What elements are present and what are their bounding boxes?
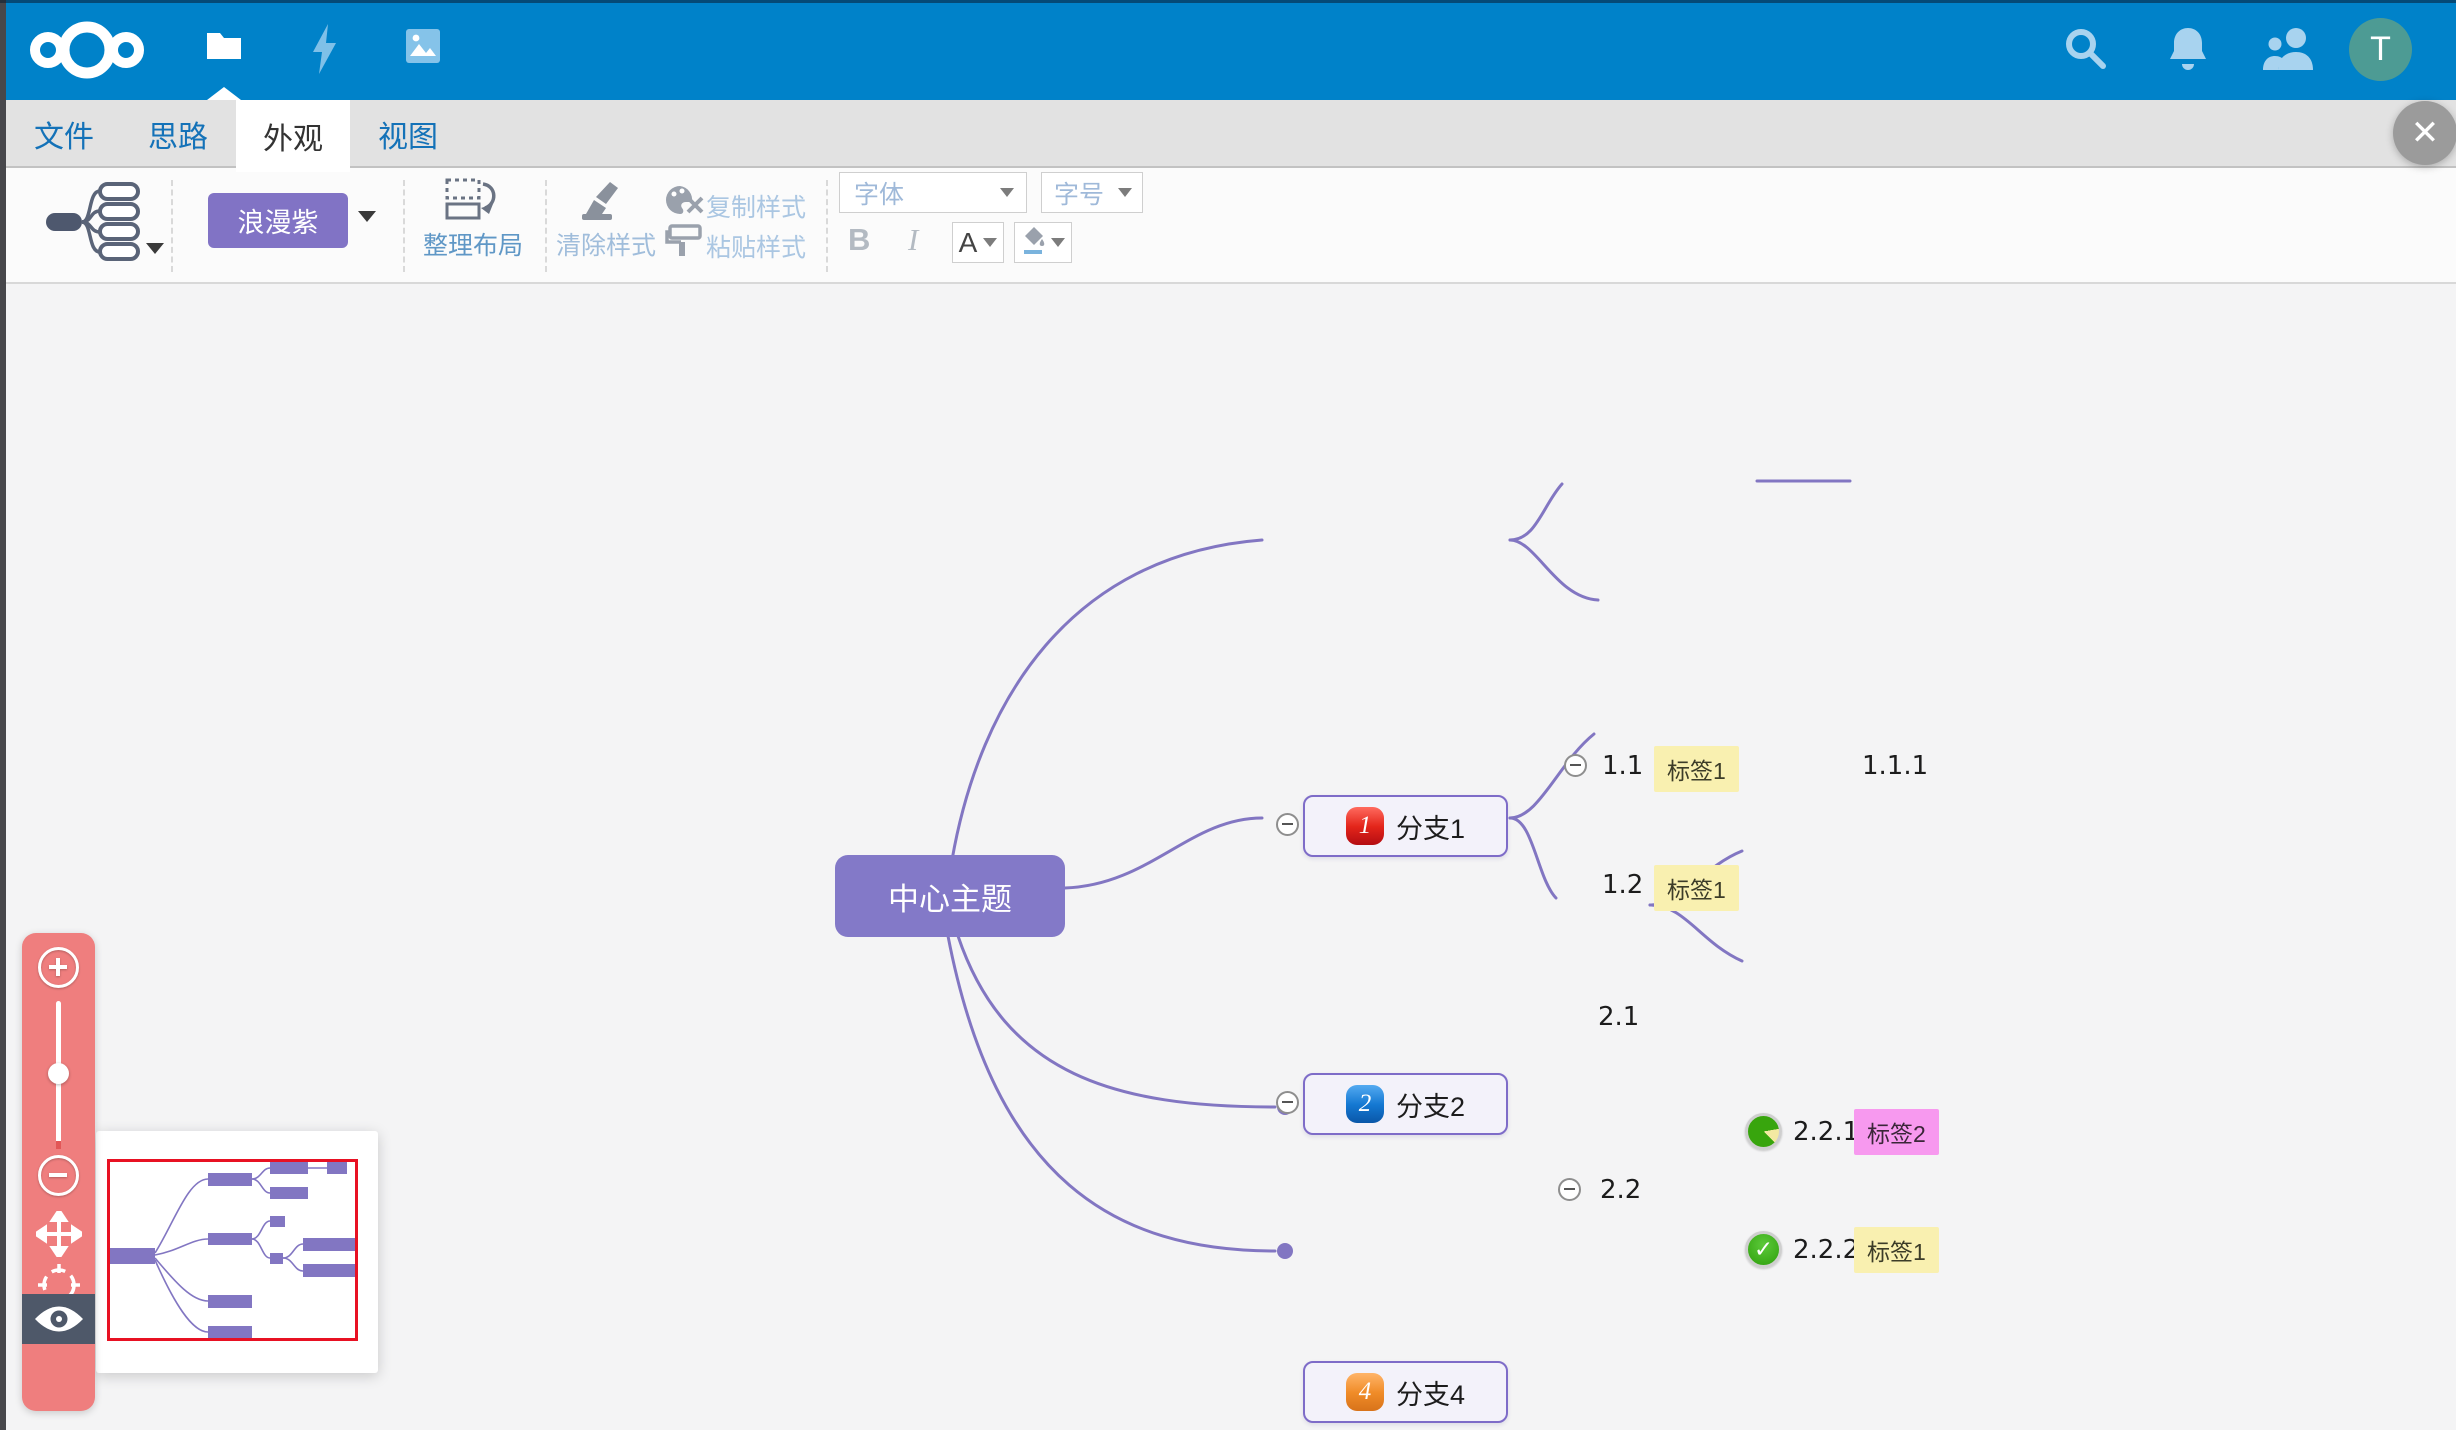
minimap-node bbox=[270, 1216, 285, 1227]
progress-done-icon: ✓ bbox=[1745, 1231, 1782, 1268]
layout-dropdown-caret[interactable] bbox=[146, 243, 164, 254]
font-family-caret bbox=[1000, 188, 1014, 197]
node-2-2-2[interactable]: 2.2.2 bbox=[1793, 1235, 1860, 1265]
pan-mode-button[interactable] bbox=[32, 1207, 86, 1262]
theme-button[interactable]: 浪漫紫 bbox=[208, 193, 348, 248]
minimap-node bbox=[270, 1187, 308, 1199]
node-1-2[interactable]: 1.2 bbox=[1602, 870, 1644, 900]
tag-node-2-2-1[interactable]: 标签2 bbox=[1854, 1109, 1939, 1155]
minimap-root bbox=[108, 1248, 155, 1264]
notifications-bell-icon[interactable] bbox=[2165, 24, 2211, 79]
tab-idea[interactable]: 思路 bbox=[148, 121, 208, 154]
window-edge-top bbox=[0, 0, 2456, 3]
arrange-layout-button[interactable]: 整理布局 bbox=[423, 232, 524, 260]
minimap[interactable] bbox=[96, 1131, 378, 1373]
theme-dropdown-caret[interactable] bbox=[358, 211, 376, 222]
collapse-toggle-branch2[interactable] bbox=[1276, 1091, 1299, 1114]
font-color-caret bbox=[983, 238, 998, 247]
toolbar-separator bbox=[545, 180, 547, 272]
clear-style-button[interactable]: 清除样式 bbox=[556, 232, 657, 260]
copy-style-icon[interactable] bbox=[664, 184, 704, 221]
minimap-node bbox=[270, 1162, 308, 1174]
progress-pie-icon bbox=[1745, 1113, 1782, 1150]
font-family-select[interactable]: 字体 bbox=[839, 172, 1027, 213]
bold-button[interactable]: B bbox=[848, 222, 871, 257]
paint-bucket-icon bbox=[1022, 225, 1046, 260]
fill-color-button[interactable] bbox=[1014, 222, 1072, 263]
priority-2-badge: 2 bbox=[1345, 1085, 1384, 1123]
clear-style-icon[interactable] bbox=[580, 180, 630, 227]
node-2-1[interactable]: 2.1 bbox=[1598, 1002, 1640, 1032]
zoom-slider-tick bbox=[56, 1141, 61, 1149]
close-button[interactable]: ✕ bbox=[2393, 101, 2456, 165]
font-size-caret bbox=[1118, 188, 1132, 197]
node-1-1-1[interactable]: 1.1.1 bbox=[1862, 751, 1929, 781]
font-color-button[interactable]: A bbox=[952, 222, 1004, 263]
active-app-indicator bbox=[207, 87, 241, 100]
arrange-layout-icon[interactable] bbox=[445, 178, 503, 229]
priority-1-badge: 1 bbox=[1345, 807, 1384, 845]
tag-node-1-1[interactable]: 标签1 bbox=[1654, 746, 1739, 792]
copy-style-button[interactable]: 复制样式 bbox=[706, 194, 807, 222]
branch2-node[interactable]: 2 分支2 bbox=[1303, 1073, 1508, 1135]
paste-style-icon[interactable] bbox=[664, 224, 704, 263]
zoom-in-button[interactable] bbox=[38, 947, 79, 988]
minimap-node bbox=[208, 1173, 252, 1186]
toolbar-separator bbox=[403, 180, 405, 272]
nextcloud-logo[interactable] bbox=[24, 16, 150, 89]
root-topic-node[interactable]: 中心主题 bbox=[835, 855, 1065, 937]
minimap-node bbox=[303, 1264, 355, 1277]
activity-app-icon[interactable] bbox=[311, 24, 339, 79]
node-2-2-1[interactable]: 2.2.1 bbox=[1793, 1117, 1860, 1147]
toolbar-separator bbox=[171, 180, 173, 272]
search-icon[interactable] bbox=[2063, 26, 2107, 75]
minimap-node bbox=[208, 1295, 252, 1308]
minimap-node bbox=[270, 1253, 283, 1264]
collapse-toggle-1-1[interactable] bbox=[1564, 754, 1587, 777]
node-1-1[interactable]: 1.1 bbox=[1602, 751, 1644, 781]
toolbar-separator bbox=[826, 180, 828, 272]
minimap-edges bbox=[154, 1167, 327, 1333]
navigator-panel bbox=[22, 933, 95, 1411]
contacts-icon[interactable] bbox=[2263, 26, 2315, 77]
priority-4-badge: 4 bbox=[1345, 1373, 1384, 1411]
window-edge-left bbox=[0, 0, 6, 1430]
font-size-select[interactable]: 字号 bbox=[1041, 172, 1143, 213]
zoom-out-button[interactable] bbox=[38, 1155, 79, 1196]
paste-style-button[interactable]: 粘贴样式 bbox=[706, 234, 807, 262]
minimap-node bbox=[327, 1162, 347, 1174]
tab-view[interactable]: 视图 bbox=[378, 121, 438, 154]
close-icon: ✕ bbox=[2410, 114, 2440, 152]
layout-style-picker[interactable] bbox=[44, 180, 144, 267]
editor-tab-bar: 文件 思路 外观 视图 bbox=[0, 100, 2456, 172]
minimap-viewport-frame[interactable] bbox=[107, 1159, 358, 1341]
tag-node-2-2-2[interactable]: 标签1 bbox=[1854, 1227, 1939, 1273]
mindmap-layout-icon bbox=[46, 182, 140, 261]
minimap-node bbox=[208, 1326, 252, 1338]
minimap-node bbox=[303, 1238, 355, 1251]
avatar-letter: T bbox=[2370, 30, 2391, 68]
appearance-toolbar: 浪漫紫 整理布局 清除样式 bbox=[0, 168, 2456, 284]
collapse-toggle-2-2[interactable] bbox=[1558, 1178, 1581, 1201]
minimap-node bbox=[208, 1233, 252, 1245]
branch4-node[interactable]: 4 分支4 bbox=[1303, 1361, 1508, 1423]
branch1-node[interactable]: 1 分支1 bbox=[1303, 795, 1508, 857]
tab-file[interactable]: 文件 bbox=[34, 121, 94, 154]
avatar[interactable]: T bbox=[2349, 18, 2412, 81]
files-app-icon[interactable] bbox=[206, 30, 242, 65]
top-bar: T bbox=[0, 0, 2456, 100]
mindmap-canvas[interactable]: 中心主题 1 分支1 1.1 标签1 1.1.1 1.2 标签1 2 分支2 2… bbox=[0, 284, 2456, 1430]
minimap-visibility-button[interactable] bbox=[22, 1294, 95, 1344]
node-2-2[interactable]: 2.2 bbox=[1600, 1175, 1642, 1205]
tab-appearance[interactable]: 外观 bbox=[236, 100, 350, 172]
zoom-slider-handle[interactable] bbox=[48, 1063, 69, 1084]
fill-color-caret bbox=[1050, 238, 1065, 247]
photos-app-icon[interactable] bbox=[405, 28, 441, 69]
collapse-toggle-branch1[interactable] bbox=[1276, 813, 1299, 836]
eye-icon bbox=[34, 1306, 83, 1332]
italic-button[interactable]: I bbox=[908, 222, 919, 257]
tag-node-1-2[interactable]: 标签1 bbox=[1654, 865, 1739, 911]
